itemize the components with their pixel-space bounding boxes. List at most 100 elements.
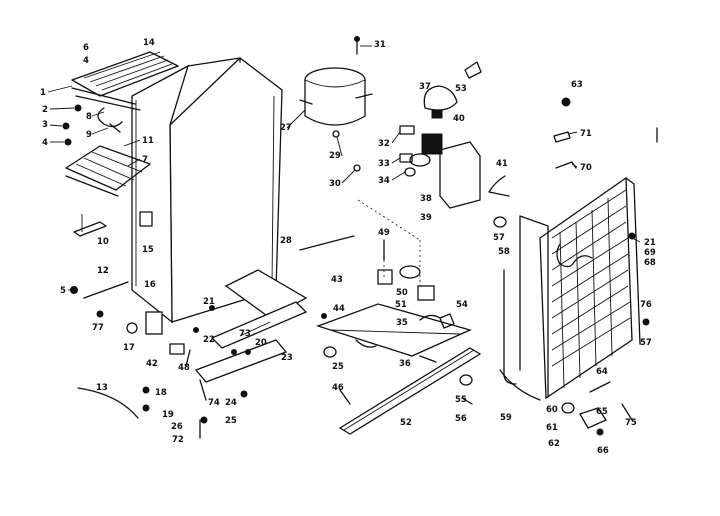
callout: 77 (92, 323, 104, 333)
callout: 3 (42, 120, 48, 130)
rail-52 (338, 347, 482, 435)
callout: 12 (97, 266, 109, 276)
feet (321, 313, 337, 358)
callout: 11 (142, 136, 154, 146)
callout: 59 (500, 413, 512, 423)
callout: 42 (146, 359, 158, 369)
callout: 21 (203, 297, 215, 307)
callout: 30 (329, 179, 341, 189)
callout: 71 (580, 129, 592, 139)
callout: 26 (171, 422, 183, 432)
callout: 54 (456, 300, 468, 310)
callout: 22 (203, 335, 215, 345)
callout: 56 (455, 414, 467, 424)
callout: 1 (40, 88, 46, 98)
callout: 6 (83, 43, 89, 53)
callout: 25 (225, 416, 237, 426)
callout: 38 (420, 194, 432, 204)
callout: 19 (162, 410, 174, 420)
base-plate (315, 303, 472, 357)
condenser (503, 176, 641, 400)
fan-motor (409, 133, 481, 209)
callout: 74 (208, 398, 220, 408)
callout: 44 (333, 304, 345, 314)
screw-36 (419, 355, 437, 363)
callout: 58 (498, 247, 510, 257)
callout: 61 (546, 423, 558, 433)
cord-28 (299, 235, 355, 251)
clip-54 (439, 313, 455, 329)
callout: 57 (640, 338, 652, 348)
callout: 53 (455, 84, 467, 94)
callout: 48 (178, 363, 190, 373)
relay-parts (377, 239, 435, 301)
callout: 35 (396, 318, 408, 328)
callout: 75 (625, 418, 637, 428)
drain-parts (499, 369, 633, 436)
small-clips (332, 125, 416, 177)
compressor (299, 67, 373, 126)
callout: 40 (453, 114, 465, 124)
tube-41 (488, 175, 510, 197)
callout: 69 (644, 248, 656, 258)
fan-shroud (423, 61, 482, 119)
callout: 73 (239, 329, 251, 339)
parts-55-56 (459, 374, 473, 405)
callout: 32 (378, 139, 390, 149)
left-screws (62, 104, 248, 424)
callout: 55 (455, 395, 467, 405)
rear-bracket (193, 269, 308, 383)
callout: 50 (396, 288, 408, 298)
callout: 28 (280, 236, 292, 246)
callout: 4 (83, 56, 89, 66)
callout: 18 (155, 388, 167, 398)
cabinet (131, 57, 283, 324)
callout: 68 (644, 258, 656, 268)
callout-labels: 6 14 4 1 2 3 4 8 9 11 7 10 15 12 16 5 77… (40, 38, 656, 456)
assembly-leaders (357, 199, 421, 300)
lower-wire-shelf (65, 145, 151, 197)
callout: 7 (142, 155, 148, 165)
callout: 15 (142, 245, 154, 255)
callout: 9 (86, 130, 92, 140)
callout: 65 (596, 407, 608, 417)
small-hardware (185, 349, 207, 439)
callout: 23 (281, 353, 293, 363)
callout: 8 (86, 112, 92, 122)
callout: 33 (378, 159, 390, 169)
callout: 41 (496, 159, 508, 169)
callout: 37 (419, 82, 431, 92)
callout: 72 (172, 435, 184, 445)
callout: 66 (597, 446, 609, 456)
bolt-46 (339, 389, 351, 405)
callout: 21 (644, 238, 656, 248)
screw-31 (354, 36, 360, 55)
callout: 46 (332, 383, 344, 393)
callout: 16 (144, 280, 156, 290)
tube-12 (83, 281, 129, 299)
callout: 76 (640, 300, 652, 310)
callout: 10 (97, 237, 109, 247)
leader-lines (47, 45, 641, 291)
bracket-10 (73, 214, 107, 237)
callout: 57 (493, 233, 505, 243)
callout: 39 (420, 213, 432, 223)
callout: 62 (548, 439, 560, 449)
callout: 4 (42, 138, 48, 148)
callout: 43 (331, 275, 343, 285)
callout: 24 (225, 398, 237, 408)
callout: 14 (143, 38, 155, 48)
callout: 51 (395, 300, 407, 310)
callout: 36 (399, 359, 411, 369)
callout: 70 (580, 163, 592, 173)
callout: 29 (329, 151, 341, 161)
cord-13 (77, 387, 139, 419)
callout: 31 (374, 40, 386, 50)
thermostat-parts (126, 211, 185, 355)
callout: 2 (42, 105, 48, 115)
callout: 25 (332, 362, 344, 372)
callout: 49 (378, 228, 390, 238)
callout: 60 (546, 405, 558, 415)
